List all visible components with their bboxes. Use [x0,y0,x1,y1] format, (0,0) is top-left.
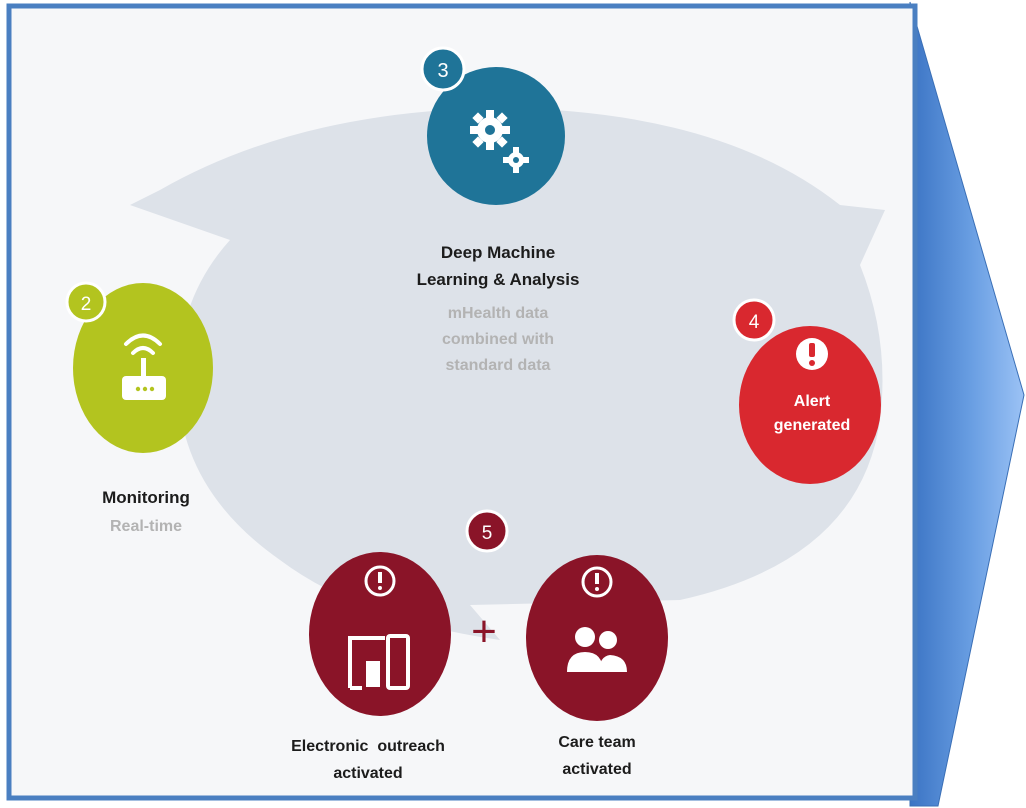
care-team-label-line2: activated [562,761,631,778]
monitoring-number: 2 [81,294,92,315]
electronic-outreach-label-line2: activated [333,765,402,782]
outreach-number-badge [465,509,509,553]
alert-ring-icon [581,566,613,598]
outreach-number: 5 [482,523,493,544]
analysis-subtitle-line1: mHealth data [448,305,549,322]
electronic-outreach-label-line1: Electronic outreach [291,738,445,755]
step-analysis: 3 Deep Machine Learning & Analysis mHeal… [417,46,580,374]
analysis-title-line1: Deep Machine [441,243,555,262]
alert-ring-icon [364,565,396,597]
electronic-outreach-circle [309,552,451,716]
step-alert: 4 Alert generated [732,298,881,484]
analysis-number-badge [420,46,466,92]
process-arrow [909,1,1025,807]
monitoring-number-badge [65,281,107,323]
gears-icon [470,110,529,173]
alert-circle [739,326,881,484]
alert-label-line1: Alert [794,393,831,410]
cycle-arrow-top [230,200,420,310]
care-team-label-line1: Care team [558,734,635,751]
alert-number-badge [732,298,776,342]
monitoring-subtitle: Real-time [110,518,182,535]
alert-number: 4 [749,312,760,333]
devices-icon [348,634,410,690]
exclamation-icon [796,338,828,370]
care-team: Care team activated [526,555,668,778]
care-team-circle [526,555,668,721]
analysis-subtitle-line3: standard data [446,357,551,374]
alert-label-line2: generated [774,417,850,434]
plus-sign: + [471,607,497,656]
analysis-title-line2: Learning & Analysis [417,270,580,289]
router-wifi-icon [122,333,166,400]
analysis-number: 3 [437,60,448,82]
step-monitoring: 2 Monitoring Real-time [65,281,213,535]
people-icon [567,627,627,672]
step-outreach: 5 + Electronic outreach activated [291,509,668,782]
analysis-subtitle-line2: combined with [442,331,554,348]
electronic-outreach: Electronic outreach activated [291,552,451,782]
monitoring-title: Monitoring [102,488,190,507]
